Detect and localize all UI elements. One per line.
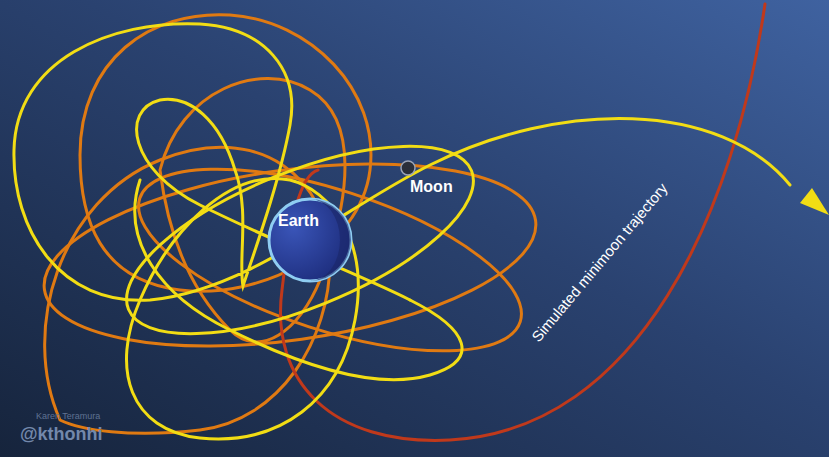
earth-shape [266,196,354,284]
moon-shape [398,158,418,178]
orbit-loops-yellow [14,24,790,439]
moon-dot: Moon [398,158,418,178]
credit-watermark: Karen Teramura [36,411,100,421]
planet-label: Earth [278,212,319,230]
orbit-loops-orange [33,15,548,434]
arrowhead [800,188,829,215]
handle-watermark: @kthonhi [20,424,103,445]
moon-label: Moon [410,178,453,196]
planet-circle: Earth [266,196,354,284]
